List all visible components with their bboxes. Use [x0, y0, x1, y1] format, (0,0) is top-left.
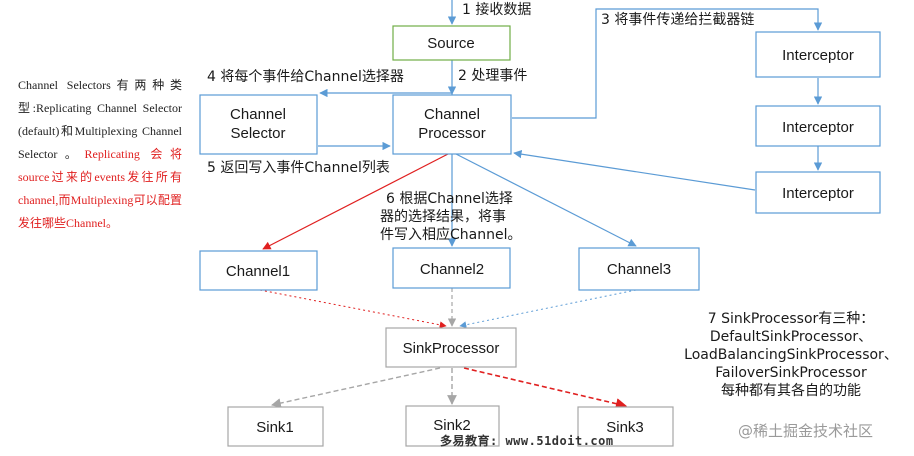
- svg-text:7 SinkProcessor有三种：: 7 SinkProcessor有三种：: [708, 311, 875, 327]
- edge-sinkprocessor-to-sink1: [271, 367, 441, 408]
- edge-sinkprocessor-to-sink3: [463, 367, 628, 410]
- edge-processor-to-channel1: [262, 153, 449, 250]
- step-4-label: 4 将每个事件给Channel选择器: [207, 69, 404, 85]
- node-sink1-label: Sink1: [256, 419, 294, 436]
- node-sink3-label: Sink3: [606, 419, 644, 436]
- node-interceptor-3-label: Interceptor: [782, 185, 854, 202]
- svg-text:LoadBalancingSinkProcessor、: LoadBalancingSinkProcessor、: [684, 347, 898, 363]
- edge-channel3-to-sinkprocessor: [459, 289, 637, 329]
- edge-processor-to-selector: [319, 88, 453, 98]
- svg-text:6 根据Channel选择: 6 根据Channel选择: [386, 191, 513, 207]
- node-sink2: Sink2: [405, 405, 500, 447]
- node-channel1: Channel1: [199, 250, 318, 291]
- node-sink-processor: SinkProcessor: [385, 327, 517, 368]
- svg-text:每种都有其各自的功能: 每种都有其各自的功能: [721, 383, 861, 399]
- node-channel-processor-label-2: Processor: [418, 125, 486, 142]
- node-interceptor-2: Interceptor: [755, 105, 881, 147]
- edge-processor-to-channel3: [455, 153, 637, 247]
- node-channel2-label: Channel2: [420, 261, 484, 278]
- node-interceptor-1-label: Interceptor: [782, 47, 854, 64]
- node-source-label: Source: [427, 35, 475, 52]
- edge-processor-to-interceptors: [512, 8, 823, 119]
- svg-text:FailoverSinkProcessor: FailoverSinkProcessor: [715, 365, 867, 381]
- node-channel3-label: Channel3: [607, 261, 671, 278]
- channel-selector-note: Channel Selectors有两种类型:Replicating Chann…: [18, 74, 182, 235]
- node-channel-processor: Channel Processor: [392, 94, 512, 155]
- channel-selector-note-types: Channel Selectors有两种类型:Replicating Chann…: [18, 78, 182, 161]
- node-interceptor-2-label: Interceptor: [782, 119, 854, 136]
- node-channel-processor-label-1: Channel: [424, 106, 480, 123]
- node-sink3: Sink3: [577, 406, 674, 447]
- node-channel-selector-label-1: Channel: [230, 106, 286, 123]
- node-sink1: Sink1: [227, 406, 324, 447]
- node-channel2: Channel2: [392, 247, 511, 289]
- edge-interceptor3-to-processor: [513, 149, 756, 191]
- step-1-label: 1 接收数据: [462, 1, 531, 18]
- watermark-51doit: 多易教育: www.51doit.com: [440, 434, 614, 448]
- svg-text:DefaultSinkProcessor、: DefaultSinkProcessor、: [710, 329, 872, 345]
- svg-text:器的选择结果，将事: 器的选择结果，将事: [380, 209, 506, 225]
- node-channel-selector-label-2: Selector: [230, 125, 285, 142]
- watermark-juejin: @稀土掘金技术社区: [738, 422, 874, 440]
- node-source: Source: [392, 25, 511, 61]
- node-interceptor-3: Interceptor: [755, 171, 881, 214]
- node-interceptor-1: Interceptor: [755, 31, 881, 78]
- node-channel1-label: Channel1: [226, 263, 290, 280]
- step-3-label: 3 将事件传递给拦截器链: [601, 12, 754, 28]
- step-2-label: 2 处理事件: [458, 68, 527, 84]
- svg-text:件写入相应Channel。: 件写入相应Channel。: [380, 226, 521, 243]
- edge-channel1-to-sinkprocessor: [259, 289, 447, 329]
- node-sink-processor-label: SinkProcessor: [403, 340, 500, 357]
- step-5-label: 5 返回写入事件Channel列表: [207, 160, 390, 176]
- node-channel-selector: Channel Selector: [199, 94, 318, 155]
- node-channel3: Channel3: [578, 247, 700, 291]
- channel-selector-note-behavior: Replicating 会将source过来的events发往所有channel…: [18, 147, 182, 230]
- node-sink2-label: Sink2: [433, 417, 471, 434]
- step-6-label: 6 根据Channel选择 器的选择结果，将事 件写入相应Channel。: [380, 191, 521, 243]
- step-7-label: 7 SinkProcessor有三种： DefaultSinkProcessor…: [684, 311, 898, 399]
